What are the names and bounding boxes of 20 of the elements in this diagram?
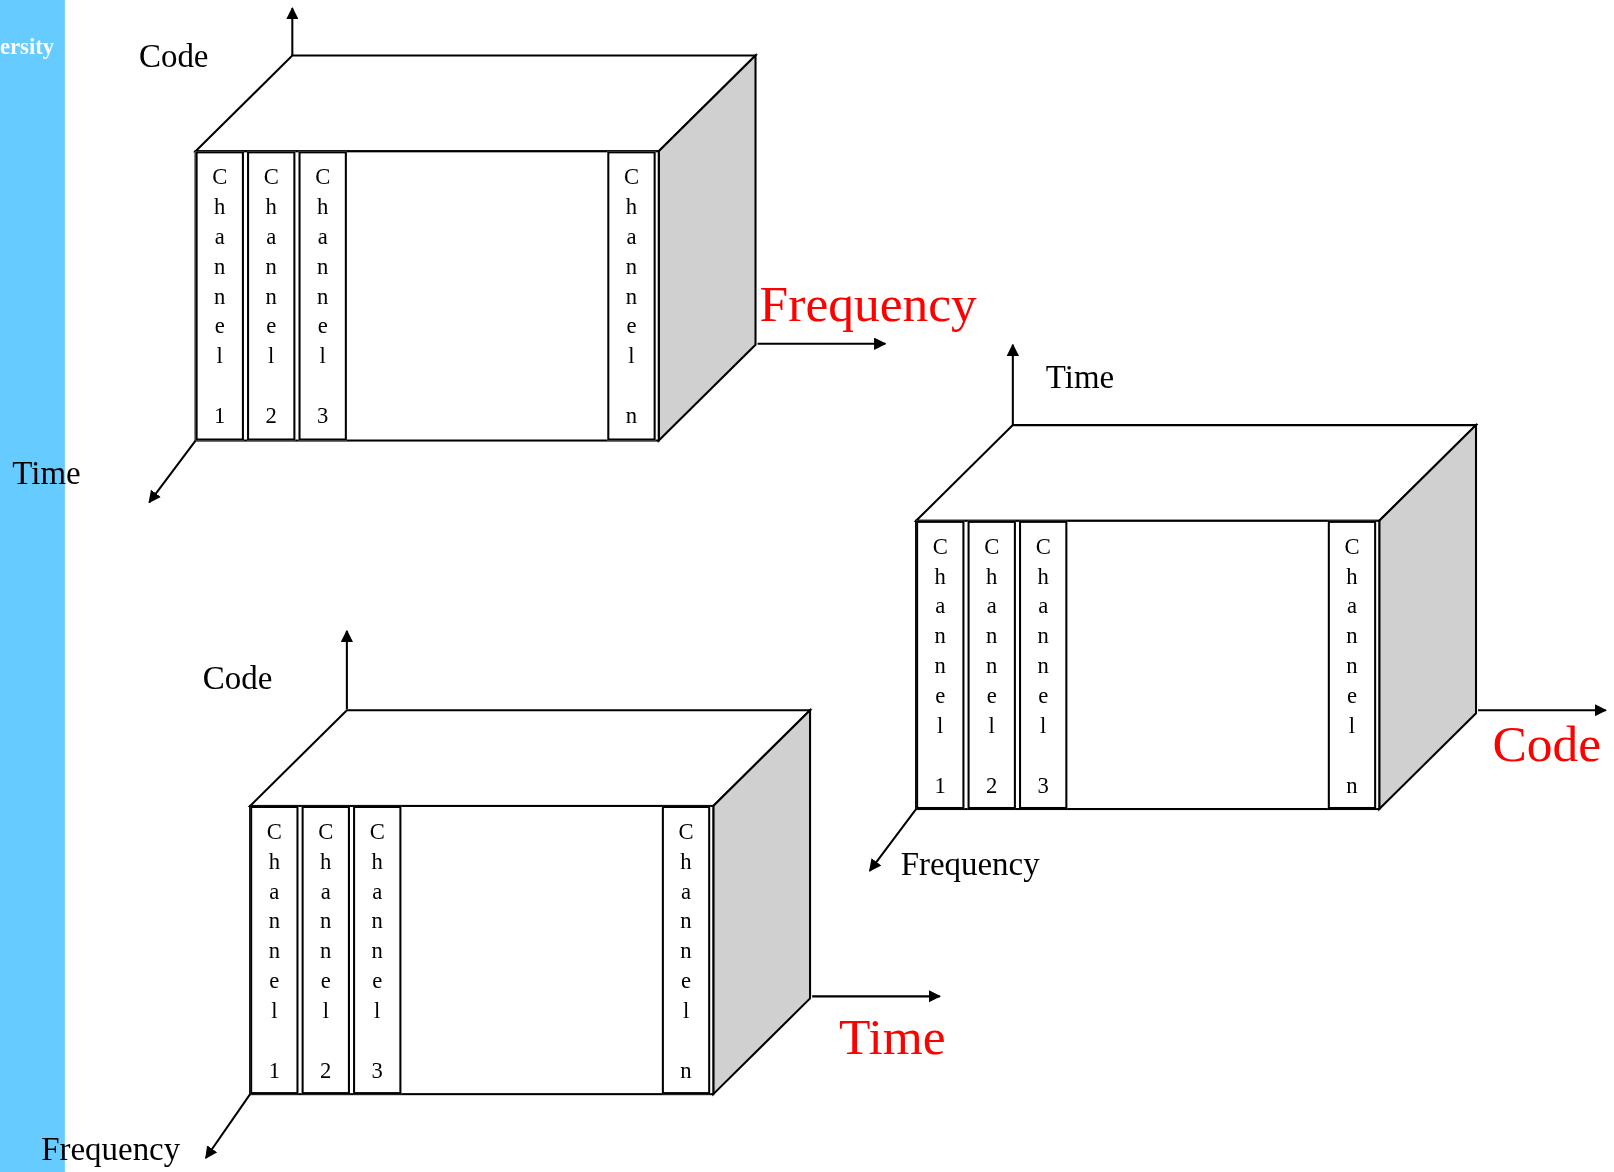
axis-label: Code	[202, 660, 273, 694]
channel-strip: Channel 1	[916, 520, 965, 810]
axis-label: Code	[1492, 717, 1602, 769]
axis-label: Time	[1045, 360, 1115, 394]
channel-strip: Channel 2	[247, 151, 296, 441]
axis-label: Frequency	[900, 847, 1040, 881]
channel-strip: Channel 1	[250, 805, 299, 1095]
channel-strip: Channel 2	[301, 805, 350, 1095]
channel-strip: Channel 3	[1019, 520, 1068, 810]
channel-strip: Channel 2	[967, 520, 1016, 810]
header-text: ersity	[0, 35, 55, 58]
axis-label: Code	[138, 39, 209, 73]
channel-strip: Channel n	[1327, 520, 1377, 810]
axis-label: Frequency	[759, 277, 977, 330]
channel-strip: Channel 1	[195, 151, 244, 441]
channel-strip: Channel 3	[353, 805, 402, 1095]
channel-strip: Channel n	[607, 151, 656, 441]
channel-strip: Channel n	[661, 805, 711, 1095]
channel-strip: Channel 3	[298, 151, 347, 441]
axis-label: Time	[838, 1010, 946, 1063]
